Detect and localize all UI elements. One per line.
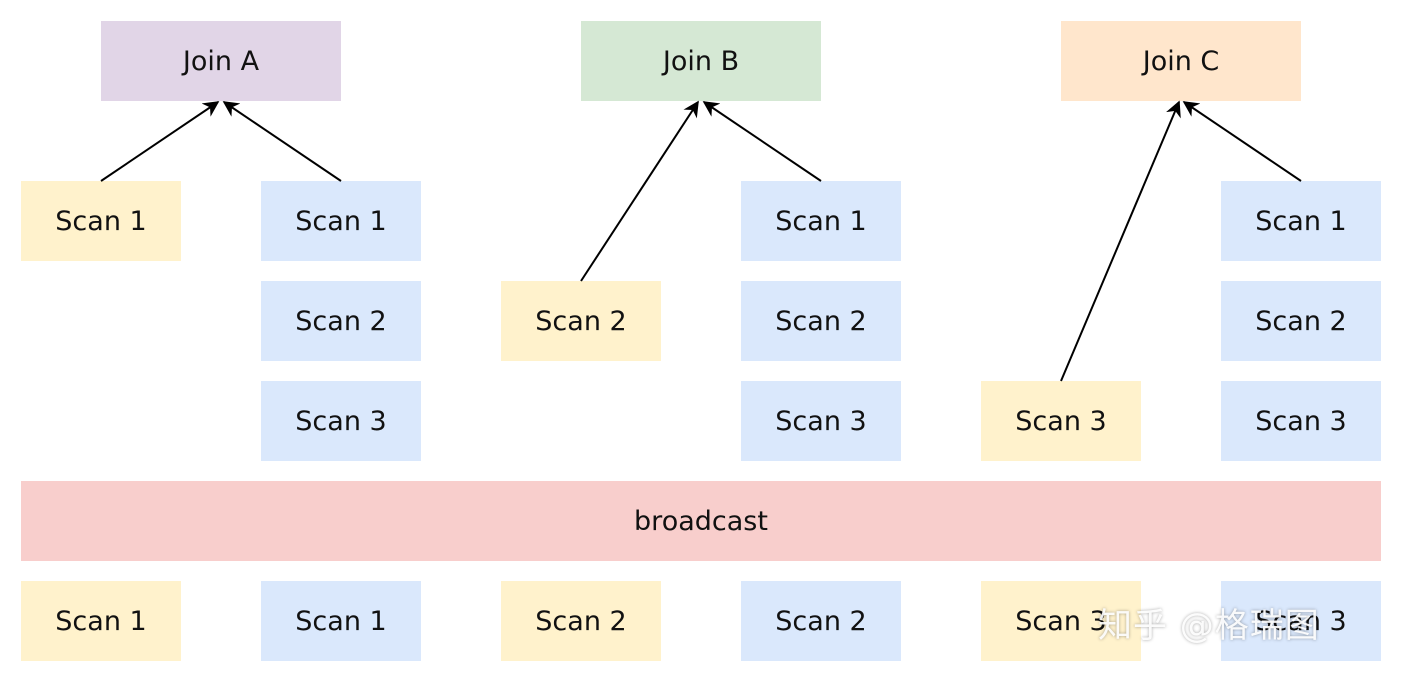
arrow-c-remote-to-join-c xyxy=(1182,101,1302,182)
arrow-a-remote-to-join-a xyxy=(222,101,342,182)
group-c-remote-scan-1: Scan 1 xyxy=(1221,181,1381,261)
group-b-remote-scan-1: Scan 1 xyxy=(741,181,901,261)
group-b-remote-scan-3: Scan 3 xyxy=(741,381,901,461)
broadcast-bar: broadcast xyxy=(21,481,1381,561)
arrow-c-local-to-join-c xyxy=(1060,100,1181,382)
join-c-node: Join C xyxy=(1061,21,1301,101)
join-a-node: Join A xyxy=(101,21,341,101)
group-a-remote-scan-1: Scan 1 xyxy=(261,181,421,261)
bottom-scan-3-remote: Scan 3 xyxy=(1221,581,1381,661)
arrow-b-remote-to-join-b xyxy=(702,101,822,182)
arrow-a-local-to-join-a xyxy=(100,101,220,182)
bottom-scan-2-local: Scan 2 xyxy=(501,581,661,661)
bottom-scan-1-remote: Scan 1 xyxy=(261,581,421,661)
group-c-remote-scan-2: Scan 2 xyxy=(1221,281,1381,361)
group-b-remote-scan-2: Scan 2 xyxy=(741,281,901,361)
group-b-local-scan: Scan 2 xyxy=(501,281,661,361)
group-a-remote-scan-2: Scan 2 xyxy=(261,281,421,361)
arrow-b-local-to-join-b xyxy=(580,100,699,282)
group-c-local-scan: Scan 3 xyxy=(981,381,1141,461)
join-b-node: Join B xyxy=(581,21,821,101)
watermark: 知乎 @格瑞图 xyxy=(1098,606,1320,646)
bottom-scan-2-remote: Scan 2 xyxy=(741,581,901,661)
bottom-scan-1-local: Scan 1 xyxy=(21,581,181,661)
group-a-remote-scan-3: Scan 3 xyxy=(261,381,421,461)
bottom-scan-3-local: Scan 3 xyxy=(981,581,1141,661)
group-c-remote-scan-3: Scan 3 xyxy=(1221,381,1381,461)
group-a-local-scan: Scan 1 xyxy=(21,181,181,261)
